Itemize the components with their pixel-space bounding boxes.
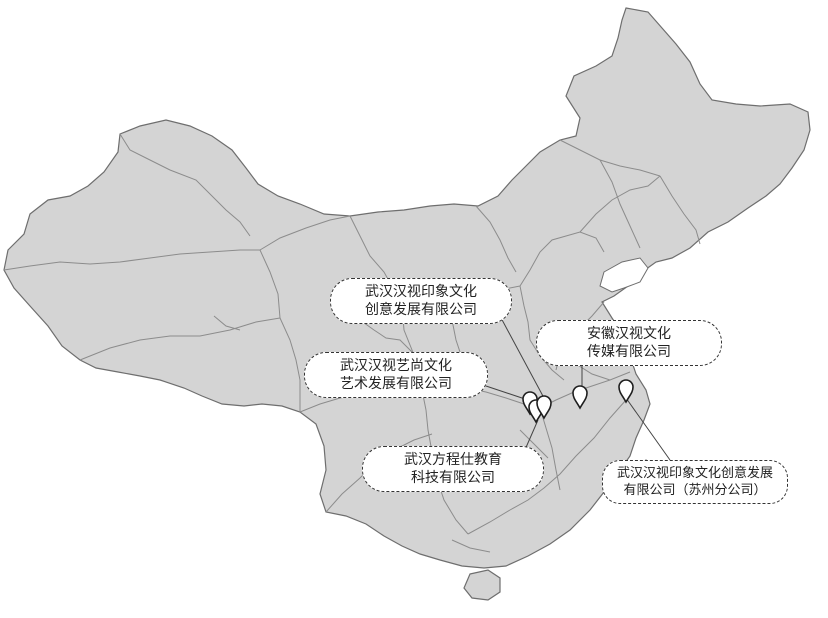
markers (522, 379, 634, 424)
callout-wuhan-edu: 武汉方程仕教育 科技有限公司 (362, 446, 544, 492)
bohai-sea (599, 257, 649, 293)
leader-line-wuhan-yinxiang (499, 315, 545, 399)
leader-line-suzhou (625, 397, 671, 461)
callout-line2: 科技有限公司 (411, 470, 495, 486)
callout-line1: 武汉汉视印象文化 (365, 284, 477, 300)
marker-wuhan-3[interactable] (536, 395, 552, 420)
callout-line2: 创意发展有限公司 (365, 302, 477, 318)
callout-line1: 武汉汉视艺尚文化 (340, 358, 452, 374)
marker-suzhou[interactable] (618, 379, 634, 404)
callout-line2: 传媒有限公司 (587, 344, 671, 360)
callout-line2: 有限公司（苏州分公司） (623, 483, 767, 498)
callout-wuhan-yinxiang: 武汉汉视印象文化 创意发展有限公司 (330, 278, 512, 324)
leader-line-wuhan-art (485, 385, 529, 401)
hainan-island (463, 569, 501, 601)
callout-line1: 安徽汉视文化 (587, 326, 671, 342)
callout-line2: 艺术发展有限公司 (340, 376, 452, 392)
callout-suzhou: 武汉汉视印象文化创意发展 有限公司（苏州分公司） (602, 460, 788, 504)
callout-anhui: 安徽汉视文化 传媒有限公司 (536, 320, 722, 366)
callout-line1: 武汉汉视印象文化创意发展 (616, 466, 773, 481)
callout-line1: 武汉方程仕教育 (404, 452, 502, 468)
marker-anhui[interactable] (572, 385, 588, 410)
callout-wuhan-art: 武汉汉视艺尚文化 艺术发展有限公司 (304, 352, 488, 398)
